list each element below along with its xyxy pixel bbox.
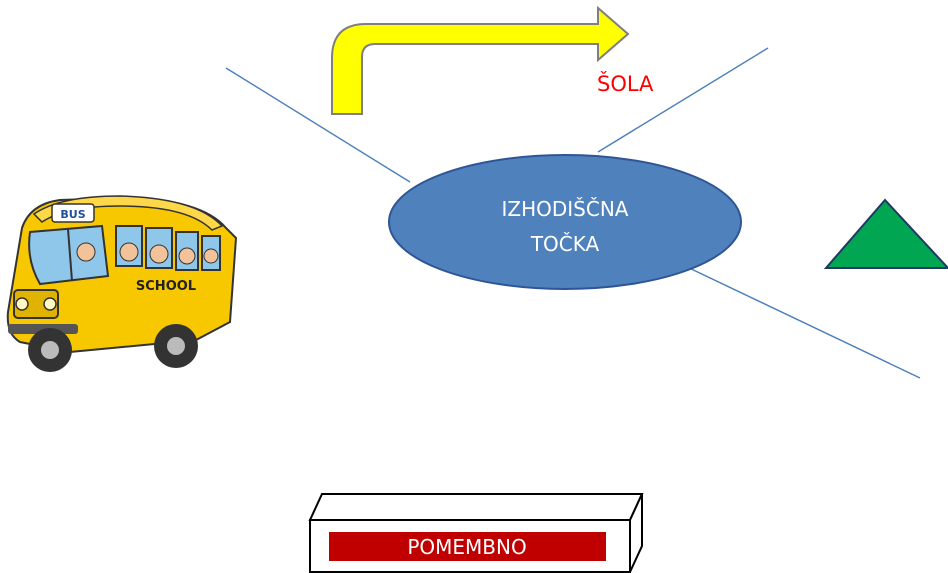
green-triangle xyxy=(823,198,948,269)
school-bus-image: BUS SCHOOL xyxy=(6,195,238,372)
important-box: POMEMBNO xyxy=(308,493,644,573)
center-ellipse xyxy=(388,154,742,290)
connector-line-lower-right xyxy=(684,265,921,379)
destination-label: ŠOLA xyxy=(597,71,654,96)
center-label-line1: IZHODIŠČNA xyxy=(502,197,629,221)
bent-arrow xyxy=(331,5,630,115)
center-node: IZHODIŠČNA TOČKA xyxy=(388,154,742,290)
important-banner xyxy=(329,532,606,561)
bus-sign-label: BUS xyxy=(60,208,85,221)
center-label-line2: TOČKA xyxy=(530,232,600,256)
bus-side-label: SCHOOL xyxy=(136,279,196,294)
important-label: POMEMBNO xyxy=(407,535,526,559)
connector-line-upper-left xyxy=(225,67,411,183)
connector-line-upper-right xyxy=(597,47,769,153)
